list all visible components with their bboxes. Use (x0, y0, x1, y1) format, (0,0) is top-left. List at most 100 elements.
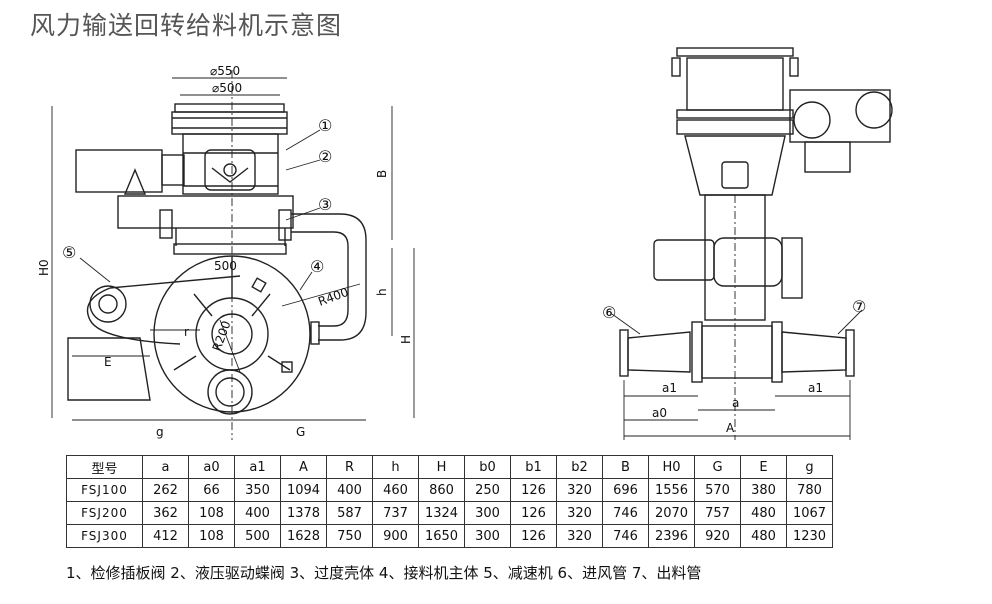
table-cell: 362 (142, 501, 189, 525)
table-cell: 696 (602, 478, 649, 502)
dim-E: E (104, 355, 112, 369)
header-cell: G (694, 455, 741, 479)
dim-500: 500 (214, 259, 237, 273)
table-cell: 400 (234, 501, 281, 525)
table-cell: 1324 (418, 501, 465, 525)
table-cell: 320 (556, 501, 603, 525)
table-cell: FSJ200 (66, 501, 143, 525)
discharge-outlet (207, 369, 253, 415)
header-cell: a (142, 455, 189, 479)
drive-belt (86, 287, 181, 345)
page-title: 风力输送回转给料机示意图 (30, 11, 343, 40)
air-bend-pipe (291, 213, 367, 341)
table-cell: 460 (372, 478, 419, 502)
header-cell: a1 (234, 455, 281, 479)
dim-h: h (375, 288, 389, 296)
table-cell: 300 (464, 501, 511, 525)
discharge-pipe (781, 331, 847, 373)
hopper-body (686, 57, 784, 111)
header-cell: g (786, 455, 833, 479)
callout-4: ④ (310, 257, 324, 276)
dim-g: g (156, 425, 164, 439)
dim-a0: a0 (652, 406, 667, 420)
table-cell: 1628 (280, 524, 327, 548)
table-cell: 1378 (280, 501, 327, 525)
dim-d550: ⌀550 (210, 64, 240, 78)
dim-R200: R200 (210, 319, 234, 353)
table-cell: 2070 (648, 501, 695, 525)
header-cell: h (372, 455, 419, 479)
gate-valve-flange (171, 111, 288, 135)
table-cell: 587 (326, 501, 373, 525)
dim-a1-right: a1 (808, 381, 823, 395)
dim-G: G (296, 425, 305, 439)
table-cell: 860 (418, 478, 465, 502)
table-cell: 380 (740, 478, 787, 502)
table-cell: 920 (694, 524, 741, 548)
table-cell: 126 (510, 501, 557, 525)
table-cell: 757 (694, 501, 741, 525)
butterfly-valve-body (182, 133, 279, 195)
table-cell: 300 (464, 524, 511, 548)
table-row: FSJ200 362 108 400 1378 587 737 1324 300… (66, 501, 833, 525)
dim-a: a (732, 396, 739, 410)
callout-1: ① (318, 116, 332, 135)
table-cell: 480 (740, 524, 787, 548)
dim-H: H (399, 335, 413, 344)
hydraulic-actuator (75, 149, 163, 193)
callout-6: ⑥ (602, 303, 616, 322)
transition-housing (117, 195, 294, 229)
callout-5: ⑤ (62, 243, 76, 262)
table-cell: 750 (326, 524, 373, 548)
header-cell: E (740, 455, 787, 479)
table-cell: 746 (602, 524, 649, 548)
header-cell: H (418, 455, 465, 479)
parts-legend: 1、检修插板阀 2、液压驱动蝶阀 3、过度壳体 4、接料机主体 5、减速机 6、… (66, 564, 702, 582)
table-cell: 262 (142, 478, 189, 502)
header-cell: R (326, 455, 373, 479)
dim-A: A (726, 421, 735, 435)
table-row: FSJ100 262 66 350 1094 400 460 860 250 1… (66, 478, 833, 502)
table-cell: 780 (786, 478, 833, 502)
table-cell: 250 (464, 478, 511, 502)
dim-R400: R400 (316, 285, 350, 309)
top-drive-motor (789, 89, 891, 143)
table-header-row: 型号 a a0 a1 A R h H b0 b1 b2 B H0 G E g (66, 455, 833, 479)
table-cell: 570 (694, 478, 741, 502)
table-cell: FSJ100 (66, 478, 143, 502)
table-cell: 900 (372, 524, 419, 548)
air-inlet-pipe (627, 331, 691, 373)
table-cell: 1094 (280, 478, 327, 502)
table-cell: 737 (372, 501, 419, 525)
header-cell: b2 (556, 455, 603, 479)
table-cell: 500 (234, 524, 281, 548)
header-cell: B (602, 455, 649, 479)
table-cell: 746 (602, 501, 649, 525)
table-cell: 66 (188, 478, 235, 502)
table-cell: 126 (510, 524, 557, 548)
dim-d500: ⌀500 (212, 81, 242, 95)
dim-r: r (184, 325, 189, 339)
table-cell: 480 (740, 501, 787, 525)
table-cell: 350 (234, 478, 281, 502)
header-cell: b1 (510, 455, 557, 479)
table-cell: 108 (188, 524, 235, 548)
header-cell: 型号 (66, 455, 143, 479)
left-view (51, 70, 415, 440)
table-cell: 400 (326, 478, 373, 502)
table-cell: 2396 (648, 524, 695, 548)
table-cell: 320 (556, 524, 603, 548)
callout-2: ② (318, 147, 332, 166)
table-cell: FSJ300 (66, 524, 143, 548)
dim-H0: H0 (37, 259, 51, 276)
header-cell: b0 (464, 455, 511, 479)
right-view (611, 47, 893, 440)
callout-7: ⑦ (852, 297, 866, 316)
table-cell: 126 (510, 478, 557, 502)
callout-3: ③ (318, 195, 332, 214)
header-cell: A (280, 455, 327, 479)
table-cell: 1067 (786, 501, 833, 525)
table-cell: 320 (556, 478, 603, 502)
header-cell: a0 (188, 455, 235, 479)
table-cell: 1556 (648, 478, 695, 502)
